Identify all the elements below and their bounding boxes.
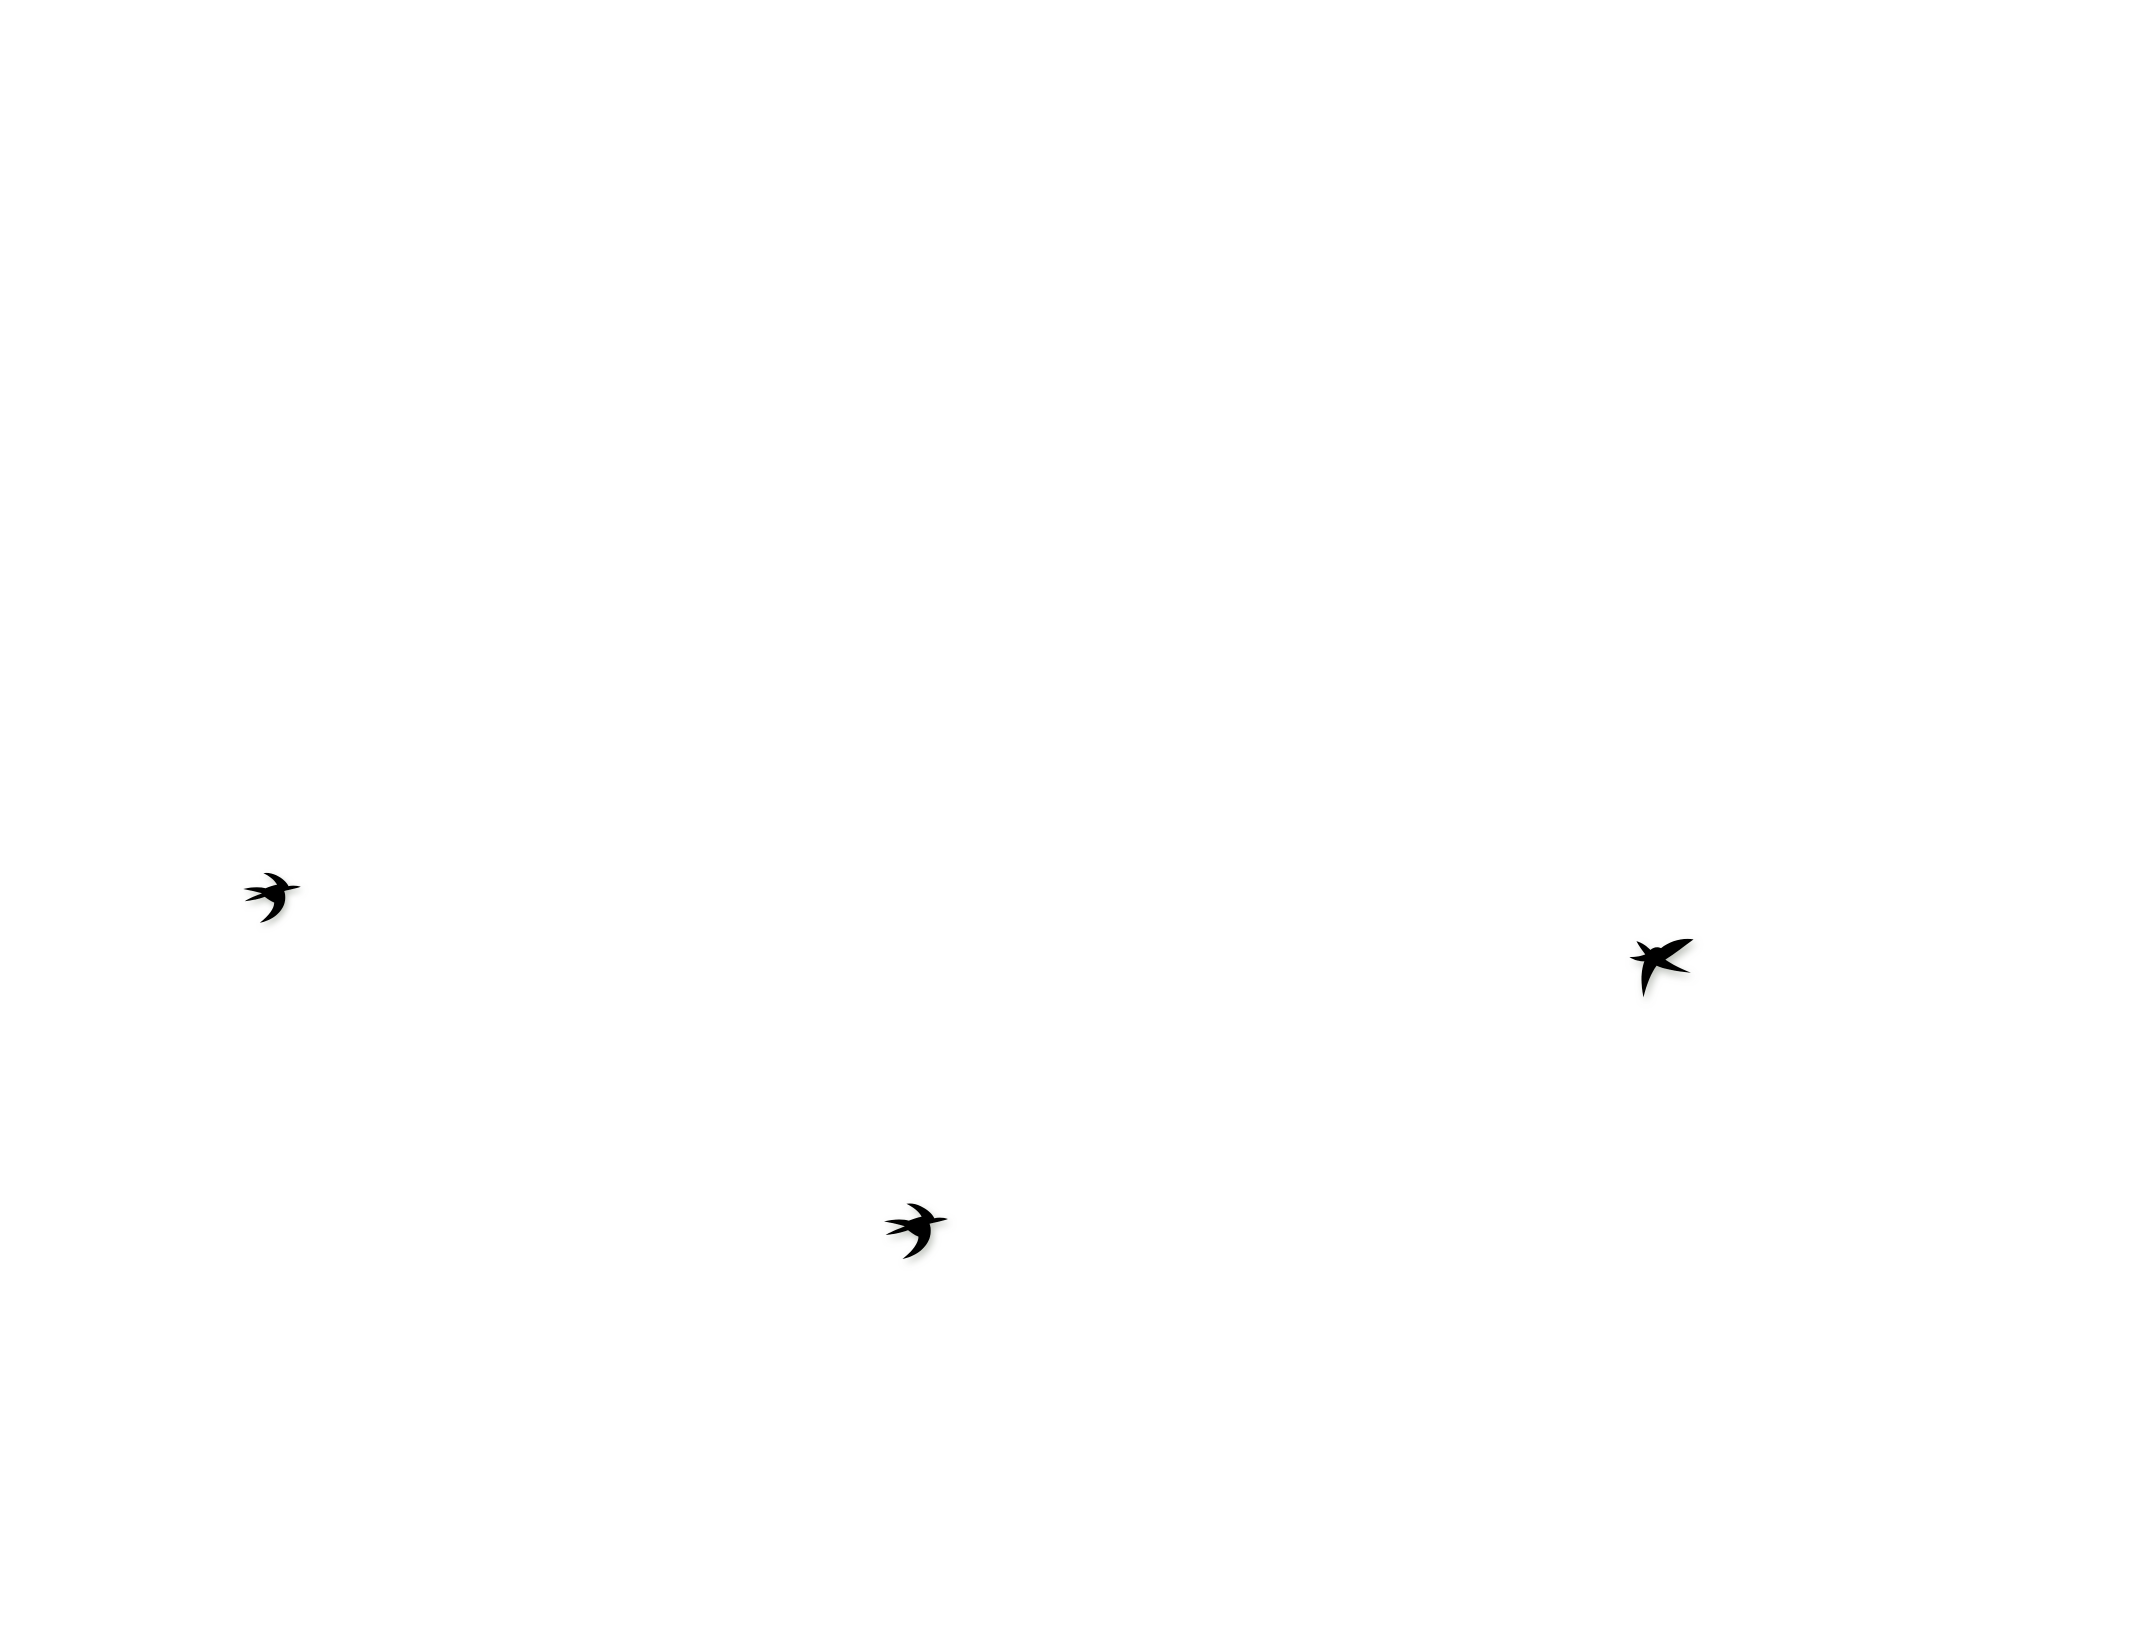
swallow-icon bbox=[1610, 914, 1698, 1014]
swallow-icon bbox=[876, 1187, 956, 1267]
swallow-icon bbox=[236, 858, 308, 930]
